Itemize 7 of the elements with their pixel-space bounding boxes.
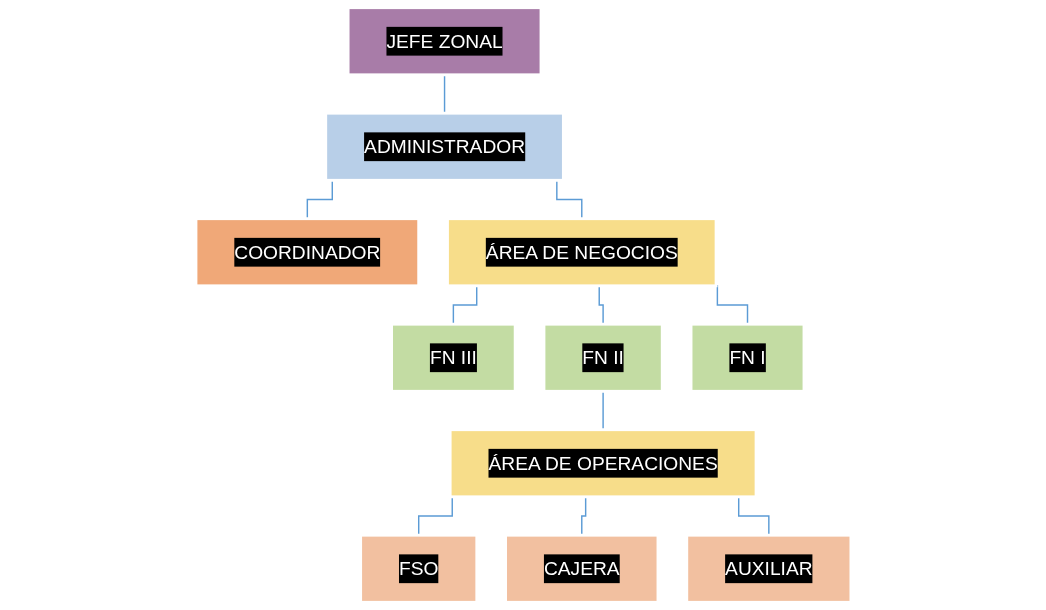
node-box: ÁREA DE OPERACIONES [448,428,758,499]
node-box: JEFE ZONAL [346,6,543,77]
node-box: COORDINADOR [194,217,420,288]
node-box: FN II [542,322,664,393]
connector [443,74,445,114]
node-box: FN I [689,322,805,393]
node-box: ÁREA DE NEGOCIOS [445,217,718,288]
